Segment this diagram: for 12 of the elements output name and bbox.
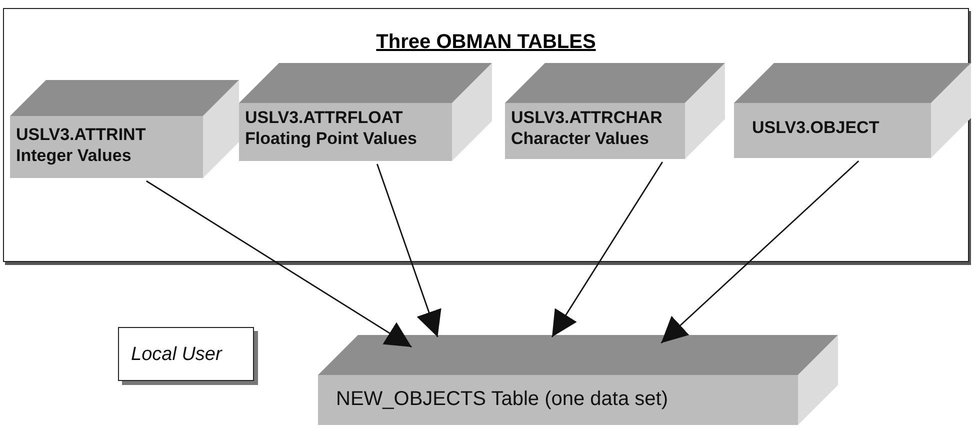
arrow [146, 180, 412, 348]
table-name: USLV3.ATTRFLOAT Floating Point Values [245, 107, 418, 150]
user-label: Local User [131, 343, 222, 367]
frame-title: Three OBMAN TABLES [376, 31, 596, 54]
table-name: USLV3.OBJECT [752, 117, 880, 138]
arrow [551, 162, 663, 338]
arrow [376, 164, 442, 338]
table-name: NEW_OBJECTS Table (one data set) [336, 387, 669, 412]
table-name: USLV3.ATTRINT Integer Values [16, 124, 147, 166]
table-name: USLV3.ATTRCHAR Character Values [511, 107, 664, 150]
arrow [660, 160, 860, 344]
group-frame [3, 8, 969, 262]
